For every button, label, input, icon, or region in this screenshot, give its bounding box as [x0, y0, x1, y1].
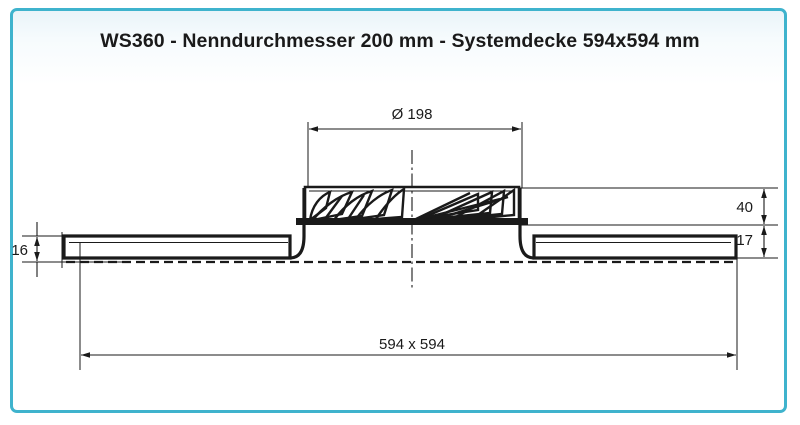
extension-lines — [22, 122, 778, 370]
panel-left-height-label: 16 — [11, 242, 28, 259]
diffuser-bottom-flange — [296, 218, 528, 225]
panel-size-label: 594 x 594 — [379, 336, 445, 353]
page-title: WS360 - Nenndurchmesser 200 mm - Systemd… — [100, 30, 700, 52]
swirl-vanes-right — [415, 187, 516, 221]
dimension-lines — [34, 126, 767, 358]
ceiling-panel-right — [532, 234, 738, 260]
panel-right-height-label: 17 — [736, 232, 753, 249]
ceiling-panel-left — [62, 234, 292, 260]
swirl-vanes-left — [308, 186, 406, 223]
body-height-label: 40 — [736, 199, 753, 216]
diameter-label: Ø 198 — [392, 106, 433, 123]
panel-to-body-transition — [289, 188, 535, 260]
page-border-frame — [10, 8, 787, 413]
